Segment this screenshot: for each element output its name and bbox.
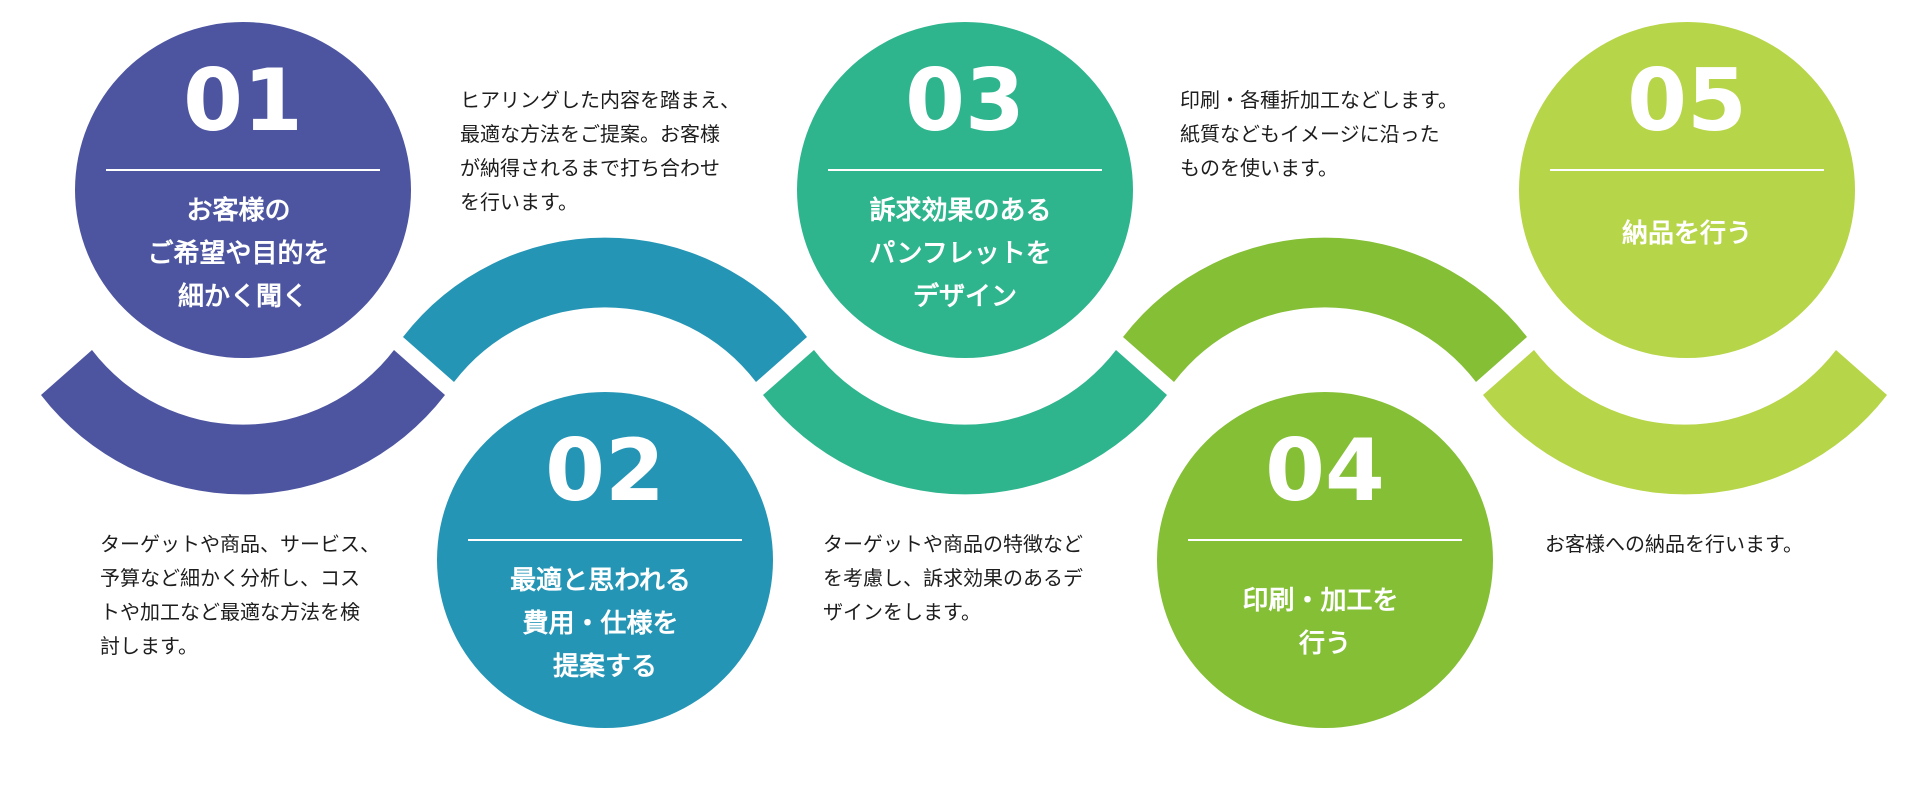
band-label-hearing: ヒアリング — [157, 351, 339, 406]
wave-band — [41, 237, 1887, 495]
step-circle-5-disc — [1519, 22, 1855, 358]
step-number-4: 04 — [1265, 421, 1385, 521]
step-title-5: 納品を行う — [1622, 218, 1752, 249]
step-description-1: ターゲットや商品、サービス、 予算など細かく分析し、コス トや加工など最適な方法… — [100, 527, 400, 663]
step-circle-2: 02 最適と思われる 費用・仕様を 提案する — [437, 392, 773, 728]
description-line: を行います。 — [460, 190, 578, 214]
description-line: 最適な方法をご提案。お客様 — [460, 122, 720, 146]
description-line: トや加工など最適な方法を検 — [100, 600, 360, 624]
description-line: 討します。 — [100, 634, 198, 658]
step-circle-1: 01 お客様の ご希望や目的を 細かく聞く — [75, 22, 411, 358]
description-line: が納得されるまで打ち合わせ — [460, 156, 720, 180]
step-title-2: 最適と思われる 費用・仕様を 提案する — [510, 565, 700, 682]
description-line: ヒアリングした内容を踏まえ、 — [460, 88, 740, 112]
band-label-design: デザイン — [897, 356, 1043, 408]
band-delivery — [1483, 350, 1887, 495]
step-circle-4: 04 印刷・加工を 行う — [1157, 392, 1493, 728]
band-label-delivery: 納 品 — [1649, 363, 1735, 407]
band-proposal — [403, 237, 807, 382]
step-number-5: 05 — [1627, 51, 1747, 151]
step-number-1: 01 — [183, 51, 303, 151]
step-circle-1-disc — [75, 22, 411, 358]
description-line: ターゲットや商品の特徴など — [823, 532, 1083, 556]
description-line: を考慮し、訴求効果のあるデ — [823, 566, 1083, 590]
step-number-3: 03 — [905, 51, 1025, 151]
description-line: ザインをします。 — [823, 600, 981, 624]
step-title-1: お客様の ご希望や目的を 細かく聞く — [147, 195, 338, 312]
step-title-3: 訴求効果のある パンフレットを デザイン — [869, 195, 1061, 312]
description-line: 予算など細かく分析し、コス — [100, 566, 360, 590]
step-circle-2-disc — [437, 392, 773, 728]
step-circle-3-disc — [797, 22, 1133, 358]
band-printing — [1123, 237, 1527, 382]
band-design — [763, 350, 1167, 495]
step-description-3: ターゲットや商品の特徴など を考慮し、訴求効果のあるデ ザインをします。 — [823, 527, 1123, 629]
step-circle-4-disc — [1157, 392, 1493, 728]
description-line: 印刷・各種折加工などします。 — [1180, 88, 1458, 112]
step-circle-5: 05 納品を行う — [1519, 22, 1855, 358]
band-hearing — [41, 350, 445, 495]
description-line: お客様への納品を行います。 — [1545, 532, 1803, 556]
step-description-2: ヒアリングした内容を踏まえ、 最適な方法をご提案。お客様 が納得されるまで打ち合… — [460, 83, 760, 219]
step-description-5: お客様への納品を行います。 — [1545, 527, 1845, 561]
description-line: ターゲットや商品、サービス、 — [100, 532, 380, 556]
step-circle-3: 03 訴求効果のある パンフレットを デザイン — [797, 22, 1133, 358]
description-line: 紙質などもイメージに沿った — [1180, 122, 1440, 146]
step-description-4: 印刷・各種折加工などします。 紙質などもイメージに沿った ものを使います。 — [1180, 83, 1480, 185]
description-line: ものを使います。 — [1180, 156, 1338, 180]
step-title-4: 印刷・加工を 行う — [1242, 586, 1407, 659]
step-number-2: 02 — [545, 421, 665, 521]
